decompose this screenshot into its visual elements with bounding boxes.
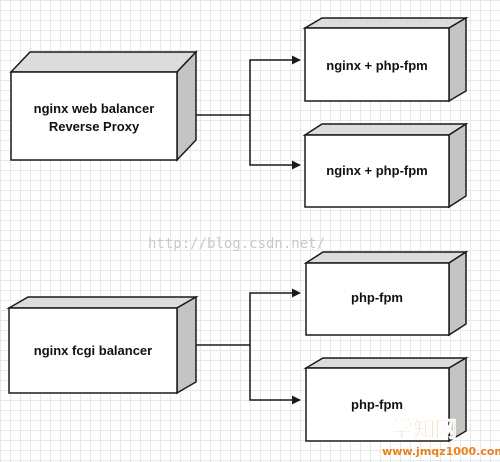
node-nginx-php-fpm-2-label: nginx + php-fpm xyxy=(326,163,427,178)
node-php-fpm-1[interactable]: php-fpm xyxy=(303,250,469,337)
connector-fcgi-balancer-to-php-fpm-2 xyxy=(249,345,301,405)
watermark: http://blog.csdn.net/ xyxy=(148,236,325,252)
node-php-fpm-2-label: php-fpm xyxy=(351,397,403,412)
node-nginx-php-fpm-1[interactable]: nginx + php-fpm xyxy=(302,16,469,103)
connector-web-balancer-to-nginx-php-1 xyxy=(196,55,301,116)
connector-web-balancer-to-nginx-php-2 xyxy=(249,115,301,170)
node-nginx-php-fpm-2[interactable]: nginx + php-fpm xyxy=(302,122,469,209)
site-logo-name: 学知网 xyxy=(391,417,457,443)
site-logo: 学知网 www.jmqz1000.com xyxy=(382,417,500,458)
connector-fcgi-balancer-to-php-fpm-1 xyxy=(196,288,301,346)
node-php-fpm-1-label: php-fpm xyxy=(351,290,403,305)
node-web-balancer-subtitle: Reverse Proxy xyxy=(49,119,140,134)
site-logo-url: www.jmqz1000.com xyxy=(382,445,500,458)
node-web-balancer[interactable]: nginx web balancer Reverse Proxy xyxy=(9,50,198,162)
node-php-fpm-2[interactable]: php-fpm xyxy=(303,356,469,443)
node-fcgi-balancer-label: nginx fcgi balancer xyxy=(34,343,152,358)
node-nginx-php-fpm-1-label: nginx + php-fpm xyxy=(326,58,427,73)
node-web-balancer-title: nginx web balancer xyxy=(34,101,155,116)
node-fcgi-balancer[interactable]: nginx fcgi balancer xyxy=(6,295,199,395)
